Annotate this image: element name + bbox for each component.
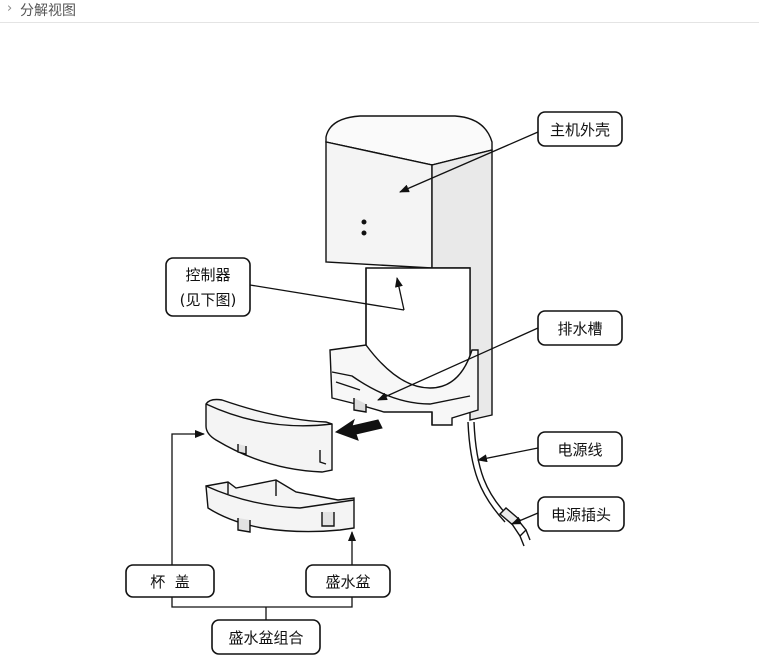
svg-text:控制器: 控制器 bbox=[185, 266, 230, 284]
svg-text:杯 盖: 杯 盖 bbox=[150, 573, 190, 591]
svg-text:盛水盆: 盛水盆 bbox=[325, 573, 370, 591]
label-cable: 电源线 bbox=[537, 431, 623, 467]
power-cable bbox=[467, 421, 511, 523]
svg-text:电源插头: 电源插头 bbox=[551, 506, 611, 524]
leader-lines bbox=[171, 131, 539, 620]
breadcrumb-header: › 分解视图 bbox=[0, 0, 759, 23]
label-shell: 主机外壳 bbox=[537, 111, 623, 147]
svg-text:(见下图): (见下图) bbox=[180, 291, 237, 309]
label-controller: 控制器 (见下图) bbox=[165, 257, 251, 317]
chevron-right-icon[interactable]: › bbox=[7, 1, 13, 16]
water-basin-part bbox=[205, 479, 355, 533]
label-cup-lid: 杯 盖 bbox=[125, 564, 215, 598]
svg-text:电源线: 电源线 bbox=[557, 441, 602, 459]
svg-text:盛水盆组合: 盛水盆组合 bbox=[228, 629, 303, 647]
svg-text:主机外壳: 主机外壳 bbox=[550, 121, 610, 139]
removal-arrow bbox=[334, 418, 383, 441]
label-basin: 盛水盆 bbox=[305, 564, 391, 598]
main-shell bbox=[325, 115, 493, 426]
power-plug bbox=[498, 507, 531, 547]
page-title: 分解视图 bbox=[20, 3, 76, 19]
label-drain: 排水槽 bbox=[537, 310, 623, 346]
label-basin-assembly: 盛水盆组合 bbox=[211, 619, 321, 655]
svg-text:排水槽: 排水槽 bbox=[557, 320, 602, 338]
label-plug: 电源插头 bbox=[537, 496, 625, 532]
cup-lid-part bbox=[205, 398, 333, 473]
